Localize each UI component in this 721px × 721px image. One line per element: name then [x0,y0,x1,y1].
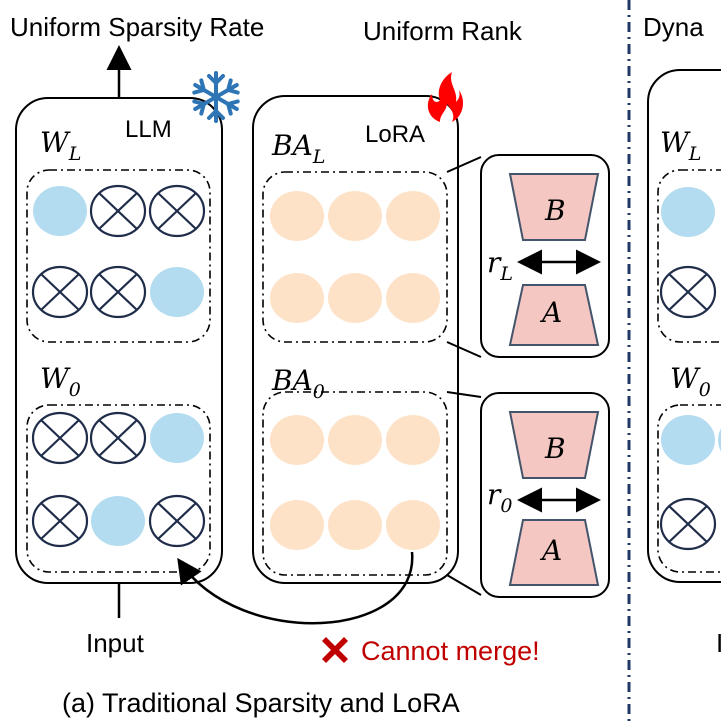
matrix-a-label: A [539,296,562,329]
lora-weight [328,273,382,323]
matrix-a-label: A [539,534,562,567]
ba-0-label: BA0 [271,364,325,403]
right-w-0-label: W0 [670,362,711,401]
active-weight [661,187,715,237]
pruned-weight [659,497,717,551]
pruned-weight [31,411,89,465]
merge-arrow [177,551,414,625]
pruned-weight [89,411,147,465]
pruned-weight [148,184,206,238]
pruned-weight [31,494,89,548]
r-l-label: rL [487,246,513,285]
pruned-weight [89,184,147,238]
matrix-b-label: B [544,194,566,227]
llm-label: LLM [125,116,172,143]
lora-weight [270,273,324,323]
right-w-l-label: WL [660,126,701,165]
w-0-label: W0 [40,362,81,401]
active-weight [33,186,87,236]
lora-decomposition-bottom: B r0 A [480,392,610,598]
right-llm-box [647,69,721,583]
matrix-a [508,519,600,586]
uniform-rank-label: Uniform Rank [363,16,523,46]
active-weight [91,496,145,546]
lora-weight [386,273,440,323]
lora-weight [270,191,324,241]
lora-weight [328,415,382,465]
input-label: Input [86,628,145,658]
cannot-merge-warning: Cannot merge! [361,636,540,666]
w-l-label: WL [40,126,81,165]
pruned-weight [89,265,147,319]
lora-weight [386,415,440,465]
connector-line [446,391,482,398]
lora-weight [328,500,382,550]
w-0-matrix-box [26,404,211,573]
lora-weight [386,500,440,550]
w-l-matrix-box [26,169,211,343]
right-w-0-matrix-box [657,404,721,573]
lora-weight [270,415,324,465]
matrix-b-label: B [544,432,566,465]
connector-line [446,156,482,173]
snowflake-icon [189,71,243,123]
connector-line [446,341,482,358]
r-0-label: r0 [487,478,512,517]
lora-box [252,95,459,584]
pruned-weight [31,265,89,319]
ba-l-matrix-box [262,171,448,343]
matrix-b [508,173,600,241]
lora-label: LoRA [365,121,425,148]
pruned-weight [148,494,206,548]
connector-line [446,574,482,596]
ba-0-matrix-box [262,391,448,576]
lora-weight [328,191,382,241]
right-panel-title: Dyna [643,12,704,42]
matrix-b [508,411,600,479]
lora-weight [386,191,440,241]
active-weight [150,413,204,463]
lora-decomposition-top: B rL A [480,154,610,358]
ba-l-label: BAL [271,129,325,168]
fire-icon [427,72,464,122]
active-weight [150,267,204,317]
right-input-label: I [716,628,721,658]
matrix-a [508,284,600,346]
caption-a: (a) Traditional Sparsity and LoRA [62,688,460,718]
uniform-sparsity-label: Uniform Sparsity Rate [10,12,264,42]
cross-icon [322,637,348,663]
active-weight [661,415,715,465]
pruned-weight [659,265,717,319]
lora-weight [270,500,324,550]
